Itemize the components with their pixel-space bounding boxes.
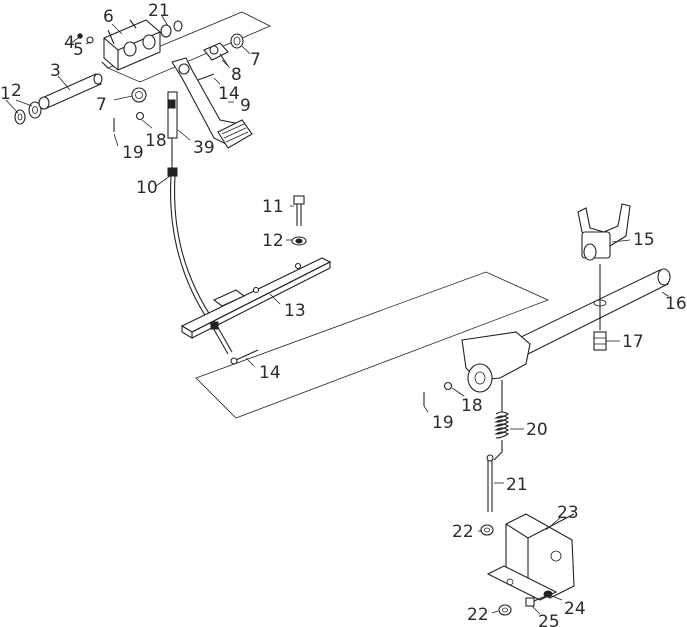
- eye-bolt-21: [486, 454, 494, 512]
- callout-2: 2: [11, 81, 22, 101]
- washer-5: [86, 36, 94, 44]
- bracket-23: [486, 513, 575, 601]
- nut-21: [160, 20, 183, 38]
- callout-19-upper: 19: [122, 143, 144, 163]
- lower-reference-plane: [195, 271, 550, 419]
- washer-18-lower: [443, 381, 453, 391]
- callout-22-upper: 22: [452, 522, 474, 542]
- callout-8: 8: [231, 65, 242, 85]
- callout-23: 23: [557, 503, 579, 523]
- upper-reference-plane: [106, 11, 271, 83]
- nut-4: [77, 33, 83, 39]
- pivot-shaft-3: [38, 73, 103, 110]
- callout-24: 24: [564, 599, 586, 619]
- callout-18-lower: 18: [461, 396, 483, 416]
- callout-4: 4: [64, 33, 75, 53]
- washer-18-upper: [135, 111, 145, 121]
- callout-7-right: 7: [250, 50, 261, 70]
- callout-18-upper: 18: [145, 131, 167, 151]
- pedal-arm-9: [171, 57, 253, 149]
- callout-11: 11: [262, 197, 284, 217]
- pin-14-upper: [197, 73, 215, 81]
- callout-3: 3: [50, 61, 61, 81]
- callout-14-upper: 14: [218, 84, 240, 104]
- callout-25: 25: [538, 612, 560, 627]
- nut-22-lower: [498, 604, 512, 616]
- callout-13: 13: [284, 301, 306, 321]
- bushing-7-right: [230, 33, 244, 49]
- callout-21-upper: 21: [148, 1, 170, 21]
- bushing-7-left: [131, 87, 147, 103]
- callout-6: 6: [103, 7, 114, 27]
- callout-1: 1: [0, 84, 11, 104]
- callout-17: 17: [622, 332, 644, 352]
- callout-16: 16: [665, 294, 687, 314]
- adjuster-39: [167, 91, 178, 168]
- washer-1: [14, 109, 26, 125]
- shift-arm: [461, 331, 531, 393]
- spring-20: [493, 380, 509, 461]
- cross-shaft-16: [489, 268, 671, 369]
- callout-21-lower: 21: [506, 475, 528, 495]
- bolt-11: [293, 195, 305, 226]
- callout-22-lower: 22: [467, 605, 489, 625]
- callout-20: 20: [526, 420, 548, 440]
- mounting-plate-13: [180, 257, 332, 339]
- pin-14-lower: [230, 349, 259, 365]
- shift-fork-15: [577, 203, 631, 261]
- callout-9: 9: [240, 96, 251, 116]
- washer-12: [291, 236, 307, 246]
- clevis-8: [203, 42, 229, 67]
- washer-24: [543, 590, 553, 598]
- callout-39: 39: [193, 138, 215, 158]
- callout-10: 10: [136, 178, 158, 198]
- callout-5: 5: [73, 40, 84, 60]
- leader-lines: [5, 15, 669, 615]
- bolt-25: [525, 595, 547, 607]
- bracket-block-6: [101, 19, 161, 71]
- callout-19-lower: 19: [432, 413, 454, 433]
- callout-15: 15: [633, 230, 655, 250]
- nut-22-upper: [480, 524, 494, 536]
- callout-12: 12: [262, 231, 284, 251]
- callout-14-lower: 14: [259, 363, 281, 383]
- callout-7-left: 7: [96, 95, 107, 115]
